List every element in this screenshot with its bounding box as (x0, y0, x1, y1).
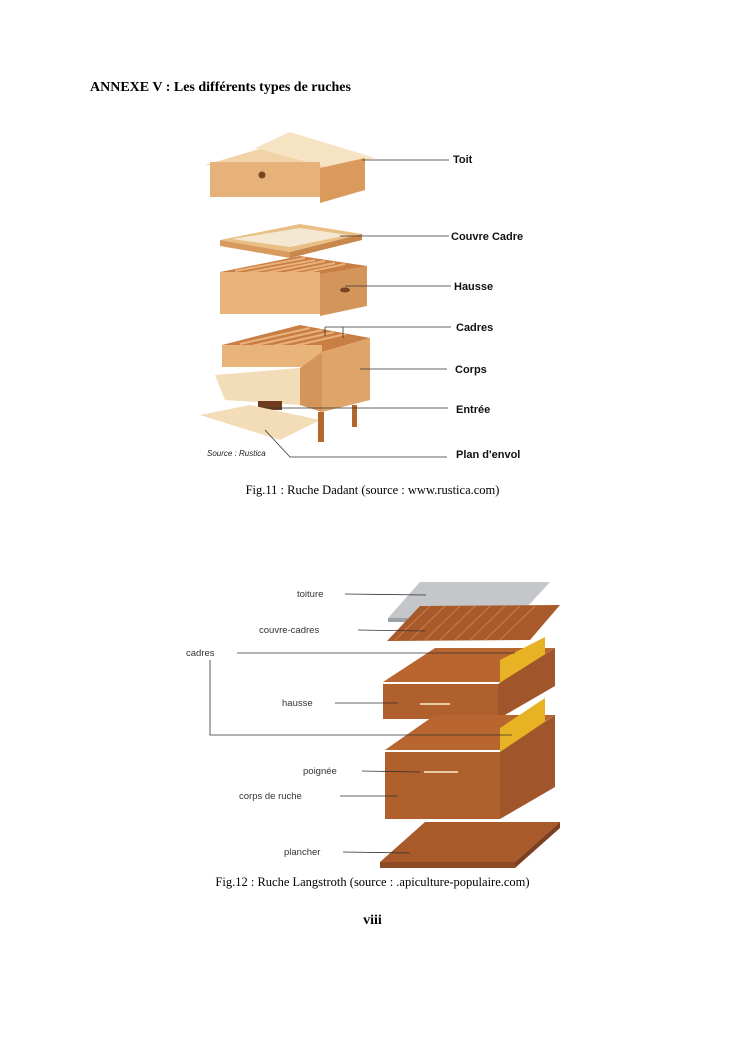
page-number: viii (363, 913, 382, 928)
source-note: Source : Rustica (207, 449, 266, 458)
dadant-hive-illustration: Source : Rustica (200, 132, 375, 458)
label-toit: Toit (453, 154, 473, 166)
label-entree: Entrée (456, 404, 490, 416)
label-couvre-cadres: couvre-cadres (259, 625, 319, 636)
label-hausse: Hausse (454, 281, 493, 293)
label-toiture: toiture (297, 589, 323, 600)
label-corps-de-ruche: corps de ruche (239, 791, 302, 802)
label-cadres: Cadres (456, 322, 493, 334)
label-corps: Corps (455, 364, 487, 376)
figure2-leader-lines (209, 593, 515, 854)
label-poignee: poignée (303, 766, 337, 777)
label-couvre-cadre: Couvre Cadre (451, 231, 523, 243)
label-plan-envol: Plan d'envol (456, 449, 520, 461)
langstroth-hive-illustration (380, 582, 560, 868)
figure-11-caption: Fig.11 : Ruche Dadant (source : www.rust… (245, 483, 500, 497)
figure1-leader-lines (264, 159, 451, 458)
label-hausse-2: hausse (282, 698, 313, 709)
page-heading: ANNEXE V : Les différents types de ruche… (90, 80, 351, 95)
label-cadres-2: cadres (186, 648, 215, 659)
figure-12-caption: Fig.12 : Ruche Langstroth (source : .api… (215, 875, 530, 889)
label-plancher: plancher (284, 847, 320, 858)
